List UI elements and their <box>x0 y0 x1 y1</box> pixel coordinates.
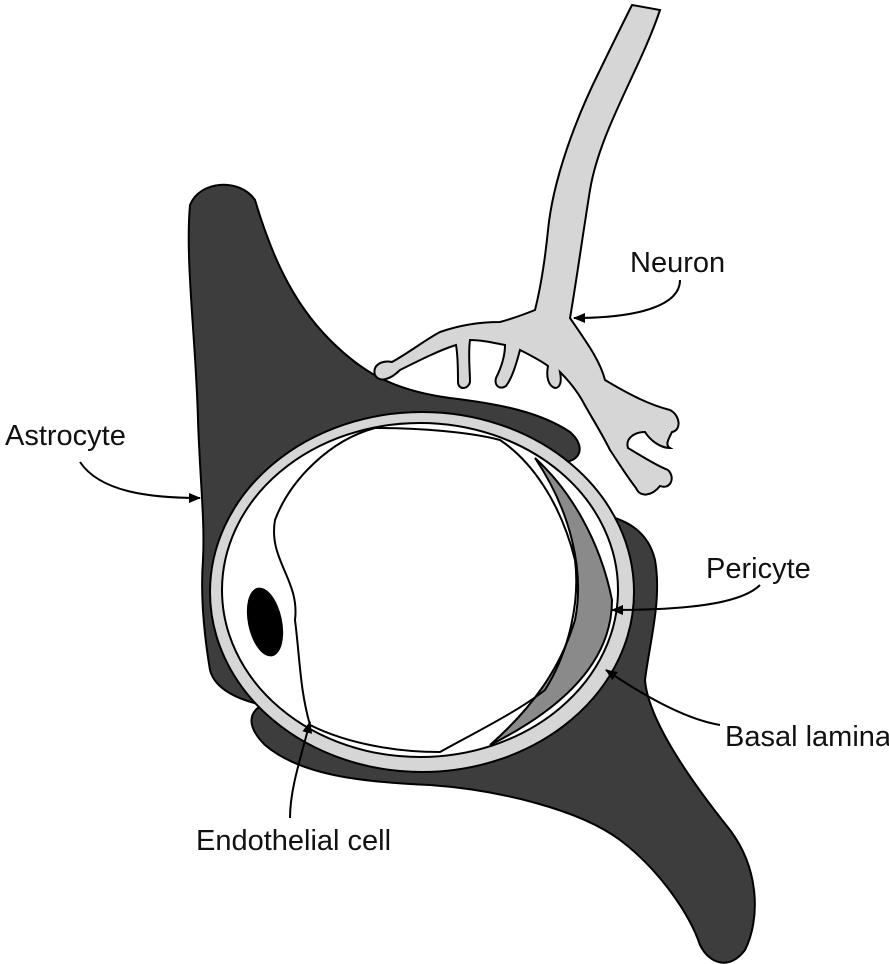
endothelial-layer <box>222 423 618 757</box>
endothelial-cell-label: Endothelial cell <box>196 825 391 857</box>
basal-lamina-label: Basal lamina <box>725 721 889 753</box>
astrocyte-label: Astrocyte <box>5 420 126 452</box>
neuron-leader-line <box>574 280 680 318</box>
astrocyte-leader-line <box>80 462 200 498</box>
neuron-label: Neuron <box>630 247 725 279</box>
pericyte-label: Pericyte <box>706 553 811 585</box>
